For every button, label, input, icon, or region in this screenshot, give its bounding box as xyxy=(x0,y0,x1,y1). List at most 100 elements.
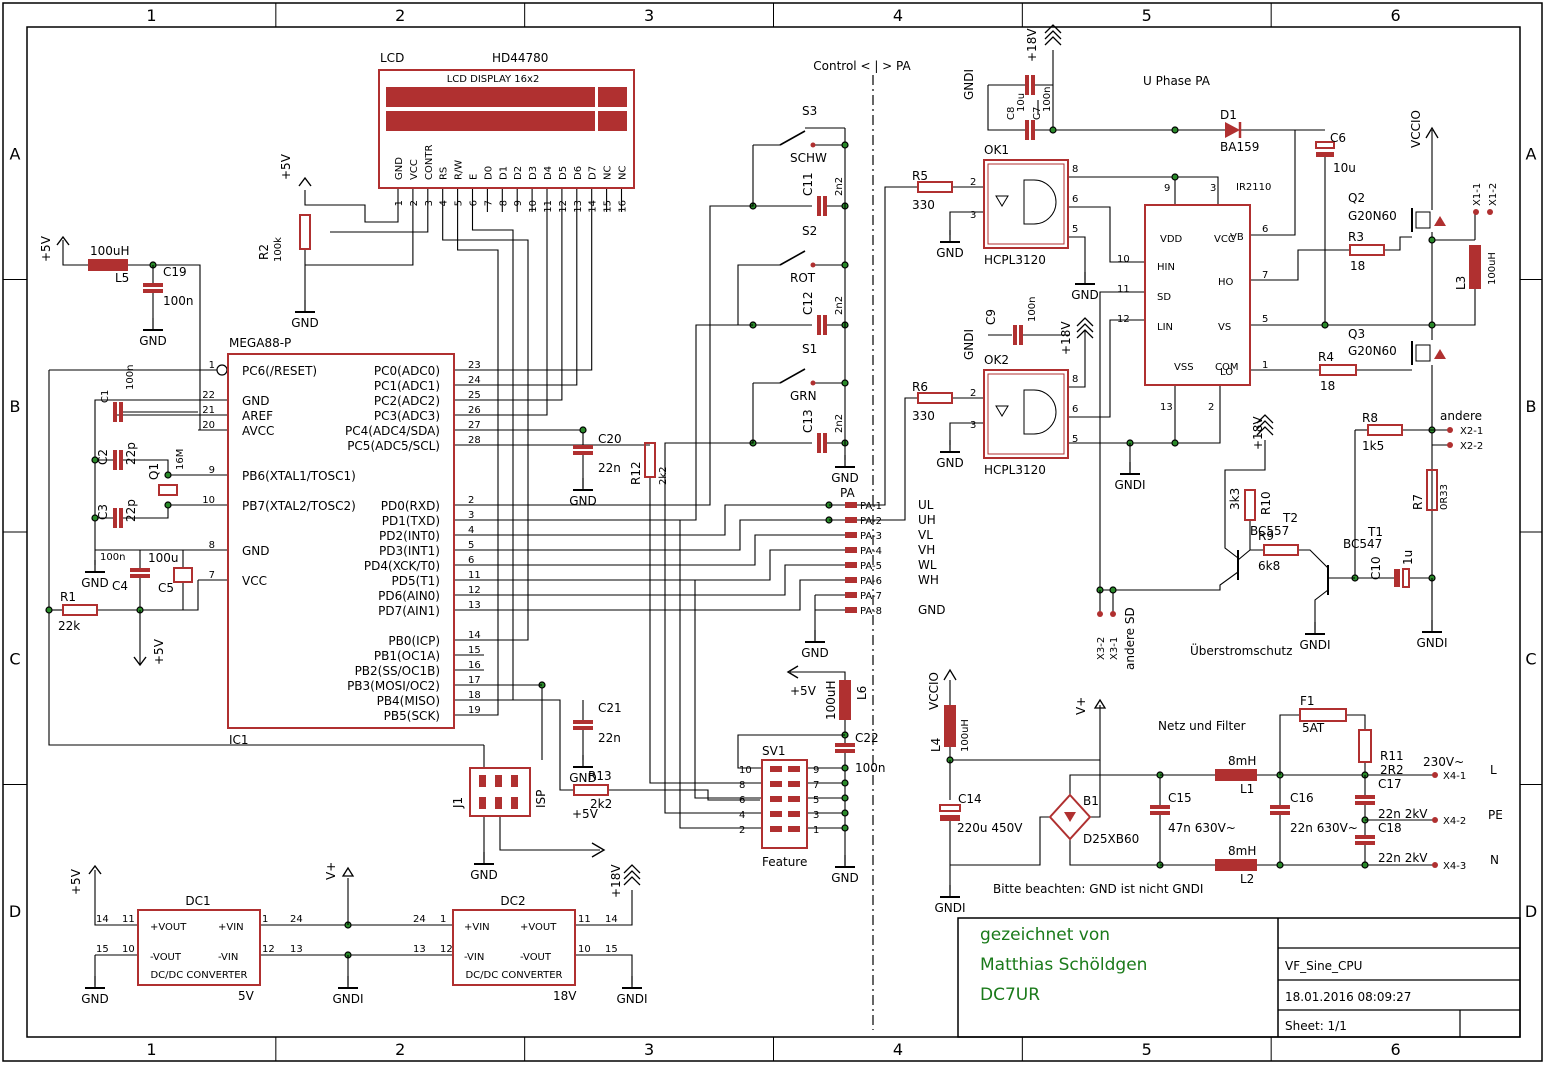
feature-pin-number: 6 xyxy=(739,795,745,806)
dc-pin-number: 24 xyxy=(290,914,303,925)
plus5-label: +5V xyxy=(39,235,53,262)
pa-signal-label: UH xyxy=(918,513,936,527)
wire xyxy=(48,370,484,746)
lcd-title: LCD DISPLAY 16x2 xyxy=(447,74,540,85)
wire xyxy=(649,477,762,784)
lcd-pin-number: 12 xyxy=(558,200,569,213)
row-letter: A xyxy=(1526,144,1537,163)
capacitor xyxy=(130,568,150,572)
junction xyxy=(841,379,849,387)
igbt-q3-diode xyxy=(1434,349,1446,359)
capacitor-c14 xyxy=(939,804,961,812)
sv1-ref: SV1 xyxy=(762,744,785,758)
wire xyxy=(664,700,762,814)
wire xyxy=(484,549,845,581)
ok2-optocoupler-inner xyxy=(987,373,1065,455)
plus5-label: +5V xyxy=(790,684,817,698)
ir2110-pin-number: 6 xyxy=(1262,224,1268,235)
vccio-label: VCCIO xyxy=(1409,110,1423,148)
c3-value: 22p xyxy=(124,499,138,522)
x2-pin xyxy=(1447,442,1453,448)
c8-value: 10u xyxy=(1016,93,1027,112)
x1-1-label: X1-1 xyxy=(1472,183,1483,206)
r12-value: 2k2 xyxy=(658,466,669,485)
credit-author: Matthias Schöldgen xyxy=(980,955,1147,975)
junction xyxy=(1428,236,1436,244)
lcd-pin-number: 8 xyxy=(498,200,509,206)
capacitor xyxy=(817,433,821,453)
switch-blade xyxy=(779,130,806,146)
mcu-pin-name: PB4(MISO) xyxy=(377,694,440,708)
mcu-pin-number: 7 xyxy=(209,570,215,581)
junction xyxy=(1171,439,1179,447)
capacitor xyxy=(573,726,593,730)
lcd-part: HD44780 xyxy=(492,51,548,65)
r3-ref: R3 xyxy=(1348,230,1364,244)
opto-pin-number: 2 xyxy=(970,177,976,188)
capacitor-c6 xyxy=(1316,152,1334,157)
r6-ref: R6 xyxy=(912,380,928,394)
sheet-number: Sheet: 1/1 xyxy=(1285,1019,1347,1033)
ok1-optocoupler-inner xyxy=(987,163,1065,245)
r9-ref: R9 xyxy=(1258,529,1274,543)
r2-ref: R2 xyxy=(257,244,271,260)
supply-chevron-icon xyxy=(623,876,641,886)
wire xyxy=(1069,839,1160,866)
bridge-diode-icon xyxy=(1064,812,1076,822)
crystal-q1 xyxy=(158,484,178,496)
l1-value: 8mH xyxy=(1228,754,1256,768)
lcd-pin-number: 11 xyxy=(543,200,554,213)
dc-pin-number: 12 xyxy=(262,944,275,955)
dcdc-value: 18V xyxy=(553,989,577,1003)
isp-pin xyxy=(511,775,518,787)
mcu-pin-number: 8 xyxy=(209,540,215,551)
lcd-pin-name: D0 xyxy=(483,166,494,180)
andere-sd-label: andere SD xyxy=(1123,607,1137,670)
fuse-f1 xyxy=(1299,708,1347,722)
wire xyxy=(471,212,514,701)
junction xyxy=(841,261,849,269)
switch-value: GRN xyxy=(790,389,817,403)
diode-d1 xyxy=(1225,122,1240,138)
mcu-pin-name: PD7(AIN1) xyxy=(378,604,440,618)
wire xyxy=(1099,291,1145,590)
junction xyxy=(164,471,172,479)
c21-ref: C21 xyxy=(598,701,622,715)
pa-pin-label: PA-2 xyxy=(860,516,882,527)
q2-ref: Q2 xyxy=(1348,191,1365,205)
ground-label: GND xyxy=(936,456,964,470)
r8-ref: R8 xyxy=(1362,411,1378,425)
lcd-pin-number: 16 xyxy=(618,200,629,213)
wire xyxy=(484,504,845,536)
gndi-label: GNDI xyxy=(962,329,976,360)
lcd-row-2-end xyxy=(598,111,627,131)
pa-pin-label: PA-5 xyxy=(860,561,882,572)
row-letter: A xyxy=(10,144,21,163)
ok1-optocoupler xyxy=(983,159,1069,249)
dc-pin: -VOUT xyxy=(520,952,552,963)
mcu-pin-name: PC6(/RESET) xyxy=(242,364,317,378)
lcd-ref: LCD xyxy=(380,51,404,65)
junction xyxy=(1276,861,1284,869)
resistor xyxy=(299,214,311,250)
wire xyxy=(1279,714,1300,775)
supply-chevron-icon xyxy=(1076,323,1094,333)
d1-value: BA159 xyxy=(1220,140,1259,154)
ground-label: GNDI xyxy=(934,901,965,915)
mcu-pin-name: PB7(XTAL2/TOSC2) xyxy=(242,499,356,513)
mcu-pin-name: PD2(INT0) xyxy=(379,529,440,543)
capacitor-c5 xyxy=(173,567,193,583)
switch-ref: S3 xyxy=(802,104,817,118)
pa-pin-label: PA-7 xyxy=(860,591,882,602)
ir2110-pin-name: SD xyxy=(1157,292,1171,303)
dcdc-ref: DC1 xyxy=(185,894,210,908)
capacitor xyxy=(823,196,827,216)
opto-pin-number: 5 xyxy=(1072,224,1078,235)
feature-pin xyxy=(770,826,782,832)
ir2110-pin-name: VDD xyxy=(1160,234,1183,245)
pa-pin xyxy=(845,577,857,583)
ir2110-pin-name: VCC xyxy=(1214,234,1235,245)
mcu-pin-number: 10 xyxy=(202,495,215,506)
mcu-pin-number: 20 xyxy=(202,420,215,431)
igbt-q3-body xyxy=(1415,344,1431,362)
